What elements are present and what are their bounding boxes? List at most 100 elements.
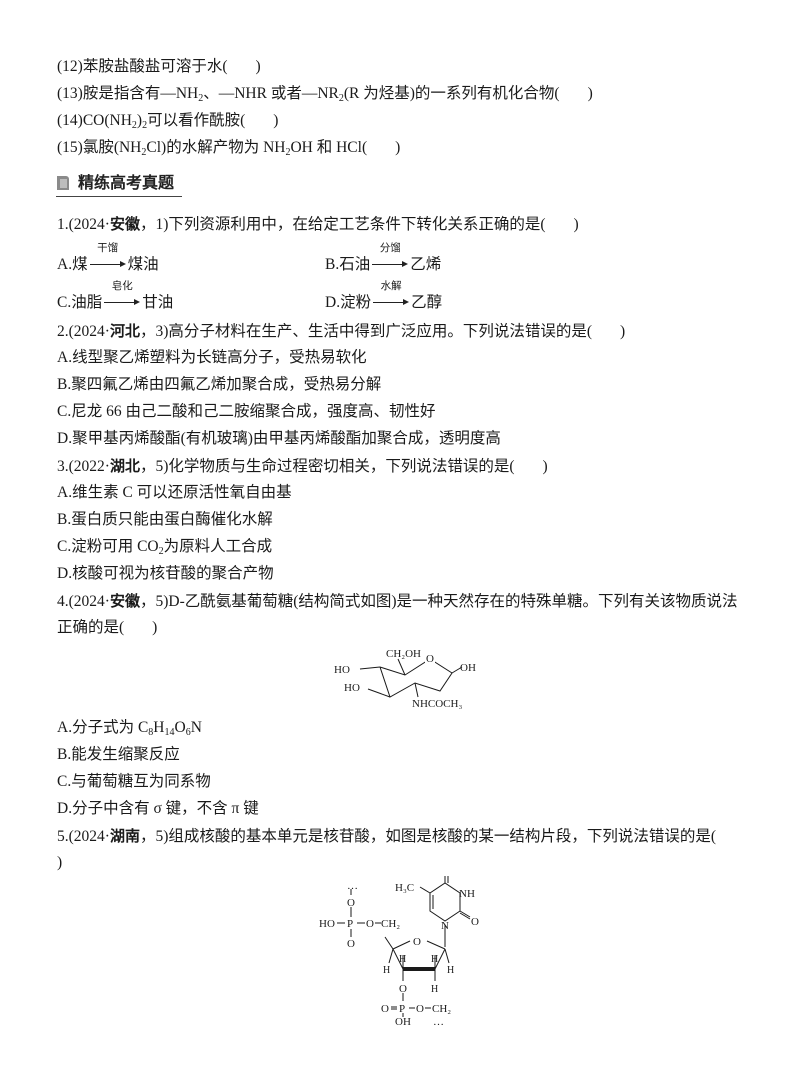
item-number: (12) <box>57 58 83 75</box>
subscript: 14 <box>164 727 175 738</box>
item-text: 、—NHR 或者—NR <box>203 85 339 102</box>
question-text: ，3)高分子材料在生产、生活中得到广泛应用。下列说法错误的是( <box>139 323 593 340</box>
subscript: 2 <box>198 93 204 104</box>
question-3-option-b[interactable]: B.蛋白质只能由蛋白酶催化水解 <box>57 511 273 528</box>
reaction-arrow-icon: 水解 <box>371 281 411 313</box>
product: 煤油 <box>127 256 159 273</box>
label-o: O <box>416 1003 424 1015</box>
paren-close: ) <box>620 323 626 340</box>
question-3-option-d[interactable]: D.核酸可视为核苷酸的聚合产物 <box>57 565 274 582</box>
question-3-option-a[interactable]: A.维生素 C 可以还原活性氧自由基 <box>57 484 292 501</box>
question-text: ，1)下列资源利用中，在给定工艺条件下转化关系正确的是( <box>139 216 546 233</box>
paren-close: ) <box>542 458 548 475</box>
question-1-option-a[interactable]: A.煤干馏煤油 <box>57 243 159 275</box>
option-text: N <box>190 719 202 736</box>
question-5-stem-line2: ) <box>57 853 62 873</box>
label-ch2: CH₂ <box>381 918 400 930</box>
subscript: 2 <box>285 147 291 158</box>
document-icon <box>57 176 69 190</box>
label-h: H <box>383 965 390 976</box>
subscript: 2 <box>142 120 148 131</box>
item-number: (13) <box>57 85 83 102</box>
item-number: (14) <box>57 112 83 129</box>
label-p: P <box>399 1003 405 1015</box>
label-ho: HO <box>319 918 335 930</box>
question-2-stem: 2.(2024·河北，3)高分子材料在生产、生活中得到广泛应用。下列说法错误的是… <box>57 321 625 342</box>
option-text: O <box>174 719 186 736</box>
reaction-condition: 干馏 <box>97 243 119 254</box>
item-text: Cl)的水解产物为 NH <box>146 139 286 156</box>
label-ho: HO <box>334 664 350 676</box>
reactant: 煤 <box>72 256 88 273</box>
question-2-option-d[interactable]: D.聚甲基丙烯酸酯(有机玻璃)由甲基丙烯酸酯加聚合成，透明度高 <box>57 430 501 447</box>
question-3-stem: 3.(2022·湖北，5)化学物质与生命过程密切相关，下列说法错误的是() <box>57 456 548 477</box>
question-number: 2.(2024· <box>57 323 110 340</box>
question-4-option-a[interactable]: A.分子式为 C8H14O6N <box>57 718 202 738</box>
subscript: 2 <box>141 147 147 158</box>
item-text: 苯胺盐酸盐可溶于水( <box>82 58 228 75</box>
option-text: H <box>153 719 165 736</box>
reaction-arrow-icon: 皂化 <box>102 281 142 313</box>
question-number: 5.(2024· <box>57 828 110 845</box>
reaction-arrow-icon: 干馏 <box>88 243 128 275</box>
question-4-option-c[interactable]: C.与葡萄糖互为同系物 <box>57 773 211 790</box>
question-4-stem-line2: 正确的是() <box>57 618 157 638</box>
subscript: 2 <box>158 546 164 557</box>
question-region: 安徽 <box>109 592 140 610</box>
item-text: OH 和 HCl( <box>290 139 368 156</box>
question-2-option-a[interactable]: A.线型聚乙烯塑料为长链高分子，受热易软化 <box>57 349 367 366</box>
reaction-condition: 水解 <box>380 281 402 292</box>
item-number: (15) <box>57 139 83 156</box>
reaction-condition: 分馏 <box>379 243 401 254</box>
option-text: 为原料人工合成 <box>163 538 273 555</box>
question-region: 河北 <box>109 322 140 340</box>
label-oh: OH <box>460 662 476 674</box>
label-p: P <box>347 918 353 930</box>
question-1-stem: 1.(2024·安徽，1)下列资源利用中，在给定工艺条件下转化关系正确的是() <box>57 214 579 235</box>
label-o: O <box>347 897 355 909</box>
product: 乙烯 <box>410 256 442 273</box>
question-2-option-c[interactable]: C.尼龙 66 由己二酸和己二胺缩聚合成，强度高、韧性好 <box>57 403 436 420</box>
product: 甘油 <box>142 294 174 311</box>
paren-close: ) <box>587 85 593 102</box>
label-h: H <box>431 984 438 995</box>
label-h: H <box>399 954 406 965</box>
question-number: 1.(2024· <box>57 216 110 233</box>
label-continuation: … <box>433 1016 444 1025</box>
judgement-item-15: (15)氯胺(NH2Cl)的水解产物为 NH2OH 和 HCl() <box>57 138 400 158</box>
question-text: ，5)组成核酸的基本单元是核苷酸，如图是核酸的某一结构片段，下列说法错误的是( <box>139 828 717 845</box>
label-o: O <box>399 983 407 995</box>
section-heading: 精练高考真题 <box>56 172 182 197</box>
question-region: 安徽 <box>109 215 140 233</box>
question-4-option-d[interactable]: D.分子中含有 σ 键，不含 π 键 <box>57 800 259 817</box>
question-region: 湖北 <box>109 457 140 475</box>
label-h: H <box>447 965 454 976</box>
reactant: 石油 <box>339 256 371 273</box>
paren-close: ) <box>573 216 579 233</box>
option-label: B. <box>325 256 340 273</box>
question-text: 正确的是( <box>57 619 125 636</box>
item-text: 胺是指含有—NH <box>82 85 199 102</box>
item-text: 氯胺(NH <box>82 139 142 156</box>
subscript: 2 <box>338 93 344 104</box>
question-1-option-c[interactable]: C.油脂皂化甘油 <box>57 281 174 313</box>
subscript: 8 <box>148 727 154 738</box>
reactant: 淀粉 <box>340 294 372 311</box>
question-1-option-d[interactable]: D.淀粉水解乙醇 <box>325 281 442 313</box>
label-ring-o: O <box>413 936 421 948</box>
question-5-stem: 5.(2024·湖南，5)组成核酸的基本单元是核苷酸，如图是核酸的某一结构片段，… <box>57 826 716 847</box>
nucleic-acid-fragment-figure: H₃C NH O N O … O HO P O CH₂ O H H H H H … <box>319 876 479 1025</box>
item-text: (R 为烃基)的一系列有机化合物( <box>343 85 560 102</box>
question-2-option-b[interactable]: B.聚四氟乙烯由四氟乙烯加聚合成，受热易分解 <box>57 376 382 393</box>
question-4-option-b[interactable]: B.能发生缩聚反应 <box>57 746 180 763</box>
reaction-condition: 皂化 <box>111 281 133 292</box>
label-ho: HO <box>344 682 360 694</box>
subscript: 2 <box>131 120 137 131</box>
label-o: O <box>381 1003 389 1015</box>
question-1-option-b[interactable]: B.石油分馏乙烯 <box>325 243 442 275</box>
question-3-option-c[interactable]: C.淀粉可用 CO2为原料人工合成 <box>57 537 272 557</box>
label-carbonyl-o: O <box>471 916 479 928</box>
paren-close: ) <box>152 619 158 636</box>
question-region: 湖南 <box>109 827 140 845</box>
glucosamine-structure-figure: CH₂OH O HO HO OH NHCOCH₃ <box>334 648 476 710</box>
